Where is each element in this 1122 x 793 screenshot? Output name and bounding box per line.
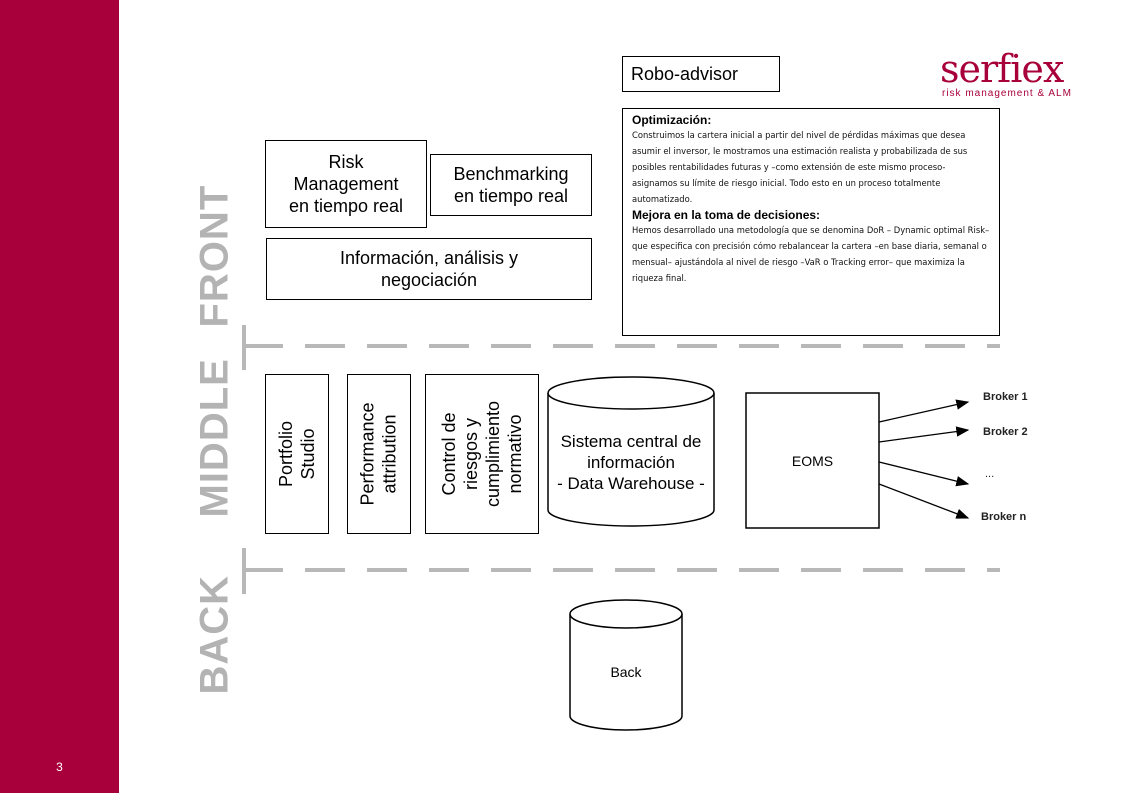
robo-advisor-label: Robo-advisor [631, 64, 739, 84]
info-label: Información, análisis y negociación [339, 248, 519, 290]
page-number: 3 [56, 760, 63, 774]
arrow-broker-n [878, 483, 970, 519]
broker-n-label: Broker n [981, 511, 1027, 523]
info-box: Información, análisis y negociación [266, 238, 592, 300]
back-label: Back [610, 664, 642, 680]
optimization-body: Construimos la cartera inicial a partir … [632, 130, 968, 204]
portfolio-studio-label: Portfolio Studio [276, 420, 319, 488]
section-label-front: FRONT [192, 184, 237, 328]
logo-subtitle: risk management & ALM [942, 88, 1072, 99]
serfiex-logo: serfiex risk management & ALM [940, 47, 1090, 103]
section-label-middle: MIDDLE [192, 358, 237, 518]
risk-management-label: Risk Management en tiempo real [288, 152, 404, 216]
risk-control-label: Control de riesgos y cumplimiento normat… [438, 400, 525, 508]
arrow-broker-2 [878, 426, 970, 443]
back-cylinder [569, 599, 683, 731]
broker-2-label: Broker 2 [983, 426, 1028, 438]
decisions-body: Hemos desarrollado una metodología que s… [632, 225, 990, 283]
benchmarking-box: Benchmarking en tiempo real [430, 154, 592, 216]
arrow-broker-1 [878, 399, 970, 423]
risk-control-box: Control de riesgos y cumplimiento normat… [425, 374, 539, 534]
section-label-back: BACK [192, 574, 237, 695]
optimization-heading: Optimización: [632, 113, 712, 127]
warehouse-label: Sistema central de información - Data Wa… [557, 432, 705, 493]
eoms-label: EOMS [791, 453, 834, 469]
broker-ellipsis-label: ... [985, 468, 995, 480]
decisions-heading: Mejora en la toma de decisiones: [632, 208, 821, 222]
broker-1-label: Broker 1 [983, 391, 1028, 403]
optimization-box: Optimización: Construimos la cartera ini… [622, 108, 1000, 336]
eoms-box [745, 392, 880, 529]
performance-attribution-box: Performance attribution [347, 374, 411, 534]
arrow-broker-3 [878, 461, 970, 487]
warehouse-cylinder [547, 376, 715, 527]
risk-management-box: Risk Management en tiempo real [265, 140, 427, 228]
portfolio-studio-box: Portfolio Studio [265, 374, 329, 534]
sidebar [0, 0, 119, 793]
logo-word: serfiex [940, 47, 1064, 91]
benchmarking-label: Benchmarking en tiempo real [453, 164, 569, 206]
performance-attribution-label: Performance attribution [358, 402, 401, 506]
robo-advisor-box: Robo-advisor [622, 56, 780, 92]
